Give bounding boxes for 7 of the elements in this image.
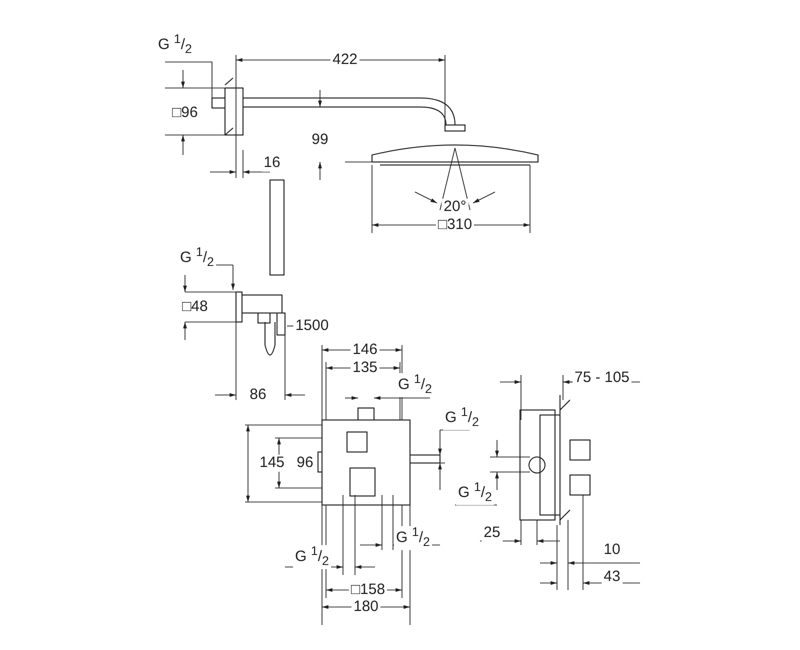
dimension-label: G $^{1}$/$_{2}$	[293, 545, 331, 569]
dimension-label: 43	[602, 568, 622, 586]
dimension-label: G $^{1}$/$_{2}$	[396, 373, 434, 397]
dimension-label: 25	[482, 524, 502, 542]
dimension-label: G $^{1}$/$_{2}$	[394, 526, 432, 550]
dimension-label: G $^{1}$/$_{2}$	[443, 406, 481, 430]
dimension-label: G $^{1}$/$_{2}$	[456, 481, 494, 505]
